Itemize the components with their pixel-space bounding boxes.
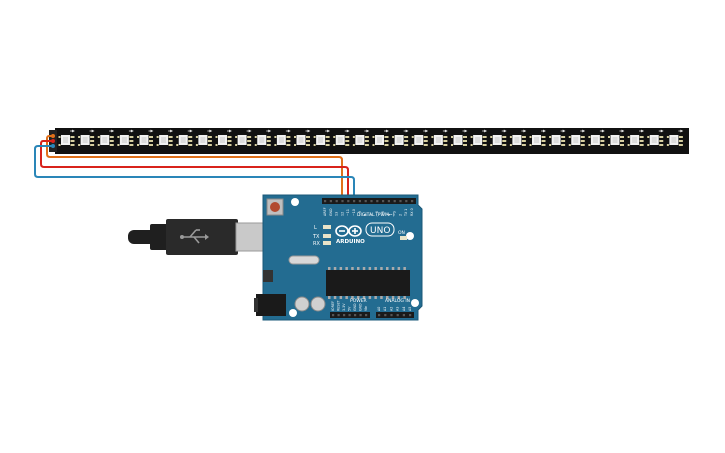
arduino-logo-icon (335, 225, 362, 237)
led-pixel (156, 129, 174, 146)
led-pixel (588, 129, 605, 146)
digital-pin-label: RX 0 (410, 208, 414, 216)
led-label-l: L (314, 225, 317, 231)
reset-button[interactable] (266, 198, 284, 216)
arduino-brand-text: ARDUINO (336, 239, 365, 245)
wire-signal[interactable] (46, 135, 343, 200)
digital-pin-label: 13 (335, 212, 339, 216)
led-pixel (117, 129, 134, 146)
led-label-rx: RX (313, 241, 320, 247)
power-pin-label: Vin (364, 306, 368, 311)
analog-pin-label: A1 (383, 307, 387, 311)
wire-power[interactable] (40, 140, 349, 316)
wire-ground[interactable] (34, 145, 355, 316)
digital-pin-label: ~6 (375, 211, 379, 216)
digital-header[interactable] (322, 198, 416, 204)
led-label-tx: TX (312, 234, 320, 240)
capacitor-2 (310, 296, 326, 312)
usb-cable[interactable] (128, 219, 283, 255)
digital-pin-label: GND (329, 208, 333, 216)
led-pixel (176, 129, 193, 146)
led-pixel (97, 129, 115, 146)
on-led-label: ON (398, 230, 405, 236)
led-pixel (392, 129, 409, 146)
digital-pin-label: 8 (364, 214, 368, 216)
led-pixel (274, 129, 291, 146)
digital-pin-label: 12 (340, 212, 344, 216)
power-pin-label: GND (353, 303, 357, 311)
led-pixel (372, 129, 389, 146)
capacitor-1 (294, 296, 310, 312)
usb-logo-icon (180, 229, 209, 244)
led-pixel (666, 129, 684, 146)
digital-pin-label: ~5 (381, 211, 385, 216)
led-pixel (509, 129, 527, 146)
microcontroller-chip (326, 267, 410, 299)
led-pixel (254, 129, 272, 146)
onboard-leds (323, 225, 407, 245)
analog-pin-label: A3 (396, 307, 400, 311)
power-pin-label: 5V (348, 306, 352, 311)
led-pixel (431, 129, 448, 146)
led-pixels (58, 129, 684, 146)
led-pixel (215, 129, 232, 146)
voltage-regulator (263, 270, 273, 282)
led-pixel (235, 129, 252, 146)
digital-pin-label: ~9 (358, 211, 362, 216)
led-pixel (568, 129, 586, 146)
mounting-holes (289, 198, 419, 317)
power-pin-label: RESET (337, 299, 341, 311)
analog-pin-label: A5 (408, 307, 412, 311)
led-strip[interactable] (49, 128, 689, 154)
power-header-label: POWER (350, 298, 367, 304)
analog-pin-label: A2 (389, 307, 393, 311)
led-pixel (451, 129, 468, 146)
led-pixel (333, 129, 350, 146)
led-pixel (78, 129, 95, 146)
header-pin-holes (324, 200, 414, 317)
digital-pin-label: ~11 (346, 209, 350, 216)
led-pixel (549, 129, 566, 146)
led-pixel (352, 129, 370, 146)
led-pixel (529, 129, 546, 146)
analog-pin-label: A4 (402, 307, 406, 311)
uno-badge (365, 222, 395, 237)
led-pixel (137, 129, 154, 146)
analog-header[interactable] (376, 312, 414, 318)
digital-pin-label: TX 1 (404, 209, 408, 217)
uno-model-text: UNO (370, 226, 390, 236)
power-pin-label: IOREF (331, 301, 335, 311)
digital-pin-label: ~10 (352, 209, 356, 216)
led-pixel (608, 129, 625, 146)
analog-pin-label: A0 (377, 307, 381, 311)
led-pixel (647, 129, 664, 146)
led-pixel (411, 129, 429, 146)
power-pin-label: 3.3V (342, 303, 346, 311)
digital-pin-label: ~3 (393, 211, 397, 216)
digital-pin-label: 7 (369, 214, 373, 216)
led-pixel (294, 129, 311, 146)
led-pixel (58, 129, 75, 146)
wires (34, 135, 355, 316)
led-pixel (313, 129, 331, 146)
digital-header-label: DIGITAL (PWM~) (357, 212, 395, 218)
analog-header-label: ANALOG IN (385, 298, 410, 304)
led-pixel (195, 129, 213, 146)
led-pixel (470, 129, 488, 146)
led-pixel (627, 129, 645, 146)
power-jack (254, 294, 286, 316)
digital-pin-label: AREF (323, 207, 327, 216)
power-pin-label: GND (359, 303, 363, 311)
crystal-oscillator (288, 255, 320, 265)
digital-pin-label: 4 (387, 214, 391, 216)
led-pixel (490, 129, 507, 146)
digital-pin-label: 2 (398, 214, 402, 216)
